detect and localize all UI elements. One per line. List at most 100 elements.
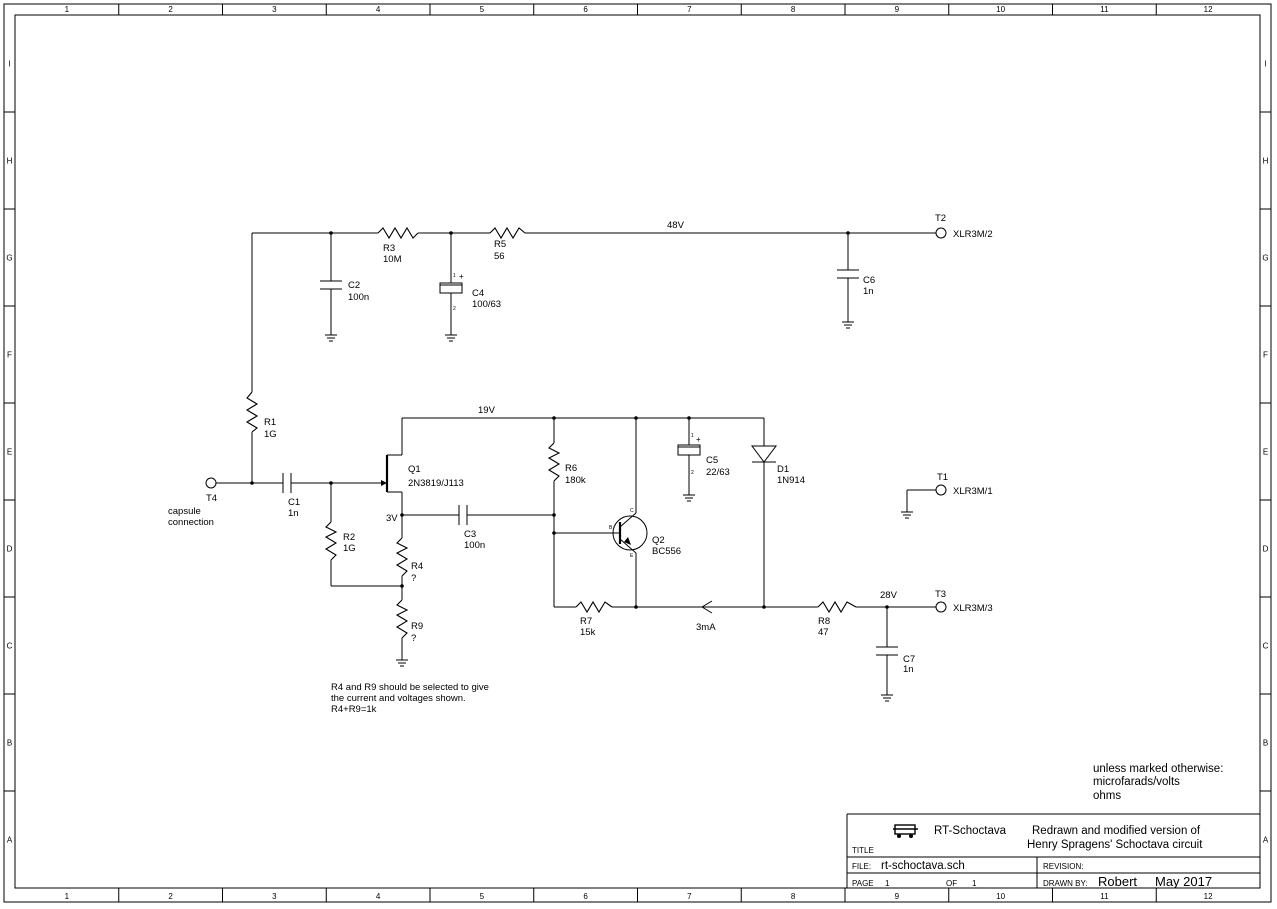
note-line-2: the current and voltages shown. — [331, 693, 466, 704]
row-label: D — [7, 545, 13, 554]
column-label: 12 — [1204, 892, 1213, 901]
resistor-r7 — [575, 600, 613, 614]
title-block: RT-Schoctava Redrawn and modified versio… — [846, 813, 1260, 889]
ground-symbols — [325, 321, 913, 702]
current-arrow-icon — [701, 600, 713, 614]
column-label: 8 — [791, 5, 796, 14]
column-label: 2 — [168, 5, 173, 14]
capacitor-c1 — [282, 473, 292, 493]
row-label: C — [7, 642, 13, 651]
d1-value: 1N914 — [777, 475, 805, 486]
junction-dots — [250, 231, 889, 609]
capacitor-c2 — [320, 280, 342, 290]
units-line-3: ohms — [1093, 790, 1121, 802]
r7-value: 15k — [580, 627, 596, 638]
resistor-selection-note: R4 and R9 should be selected to give the… — [331, 682, 489, 715]
c7-value: 1n — [903, 664, 914, 675]
page-value: 1 — [885, 879, 890, 888]
row-label: I — [8, 60, 10, 69]
units-note: unless marked otherwise: microfarads/vol… — [1093, 763, 1223, 802]
current-3ma: 3mA — [696, 622, 716, 633]
row-label: E — [7, 448, 12, 457]
capsule-label-1: capsule — [168, 506, 201, 517]
r2-value: 1G — [343, 543, 356, 554]
c1-value: 1n — [288, 508, 299, 519]
c4-plus: + — [459, 272, 464, 281]
row-label: I — [1264, 60, 1266, 69]
voltage-19v: 19V — [478, 405, 496, 416]
row-label: A — [7, 836, 13, 845]
c5-pin2: 2 — [691, 470, 694, 476]
column-label: 2 — [168, 892, 173, 901]
r9-ref: R9 — [411, 621, 423, 632]
column-label: 1 — [65, 5, 70, 14]
terminal-t2 — [935, 227, 947, 239]
row-label: F — [1263, 351, 1268, 360]
units-line-1: unless marked otherwise: — [1093, 763, 1223, 775]
column-label: 6 — [583, 5, 588, 14]
capacitor-c5 — [677, 444, 701, 456]
t2-ref: T2 — [935, 213, 946, 224]
column-label: 3 — [272, 5, 277, 14]
c4-ref: C4 — [472, 288, 484, 299]
t1-ref: T1 — [937, 472, 948, 483]
c1-ref: C1 — [288, 497, 300, 508]
r8-ref: R8 — [818, 616, 830, 627]
row-label: H — [1263, 157, 1269, 166]
resistor-r9 — [395, 599, 409, 639]
r2-ref: R2 — [343, 532, 355, 543]
r3-ref: R3 — [383, 243, 395, 254]
t1-value: XLR3M/1 — [953, 486, 993, 497]
r3-value: 10M — [383, 254, 402, 265]
column-label: 11 — [1100, 5, 1109, 14]
c5-pin1: 1 — [691, 433, 694, 439]
column-label: 7 — [687, 5, 692, 14]
resistor-r2 — [324, 521, 338, 561]
capacitor-c7 — [876, 646, 898, 656]
wires — [216, 232, 936, 695]
q2-pin-c: C — [630, 508, 634, 514]
c6-ref: C6 — [863, 275, 875, 286]
page-label: PAGE — [852, 879, 874, 888]
row-label: G — [1262, 254, 1268, 263]
row-label: F — [7, 351, 12, 360]
revision-label: REVISION: — [1043, 862, 1083, 871]
column-label: 9 — [895, 892, 900, 901]
row-label: C — [1263, 642, 1269, 651]
q2-ref: Q2 — [652, 535, 665, 546]
resistor-r8 — [817, 600, 857, 614]
column-label: 1 — [65, 892, 70, 901]
d1-ref: D1 — [777, 464, 789, 475]
resistor-r5 — [489, 226, 526, 240]
c5-plus: + — [696, 435, 701, 444]
r9-value: ? — [411, 633, 416, 644]
logo-icon — [893, 824, 918, 838]
t3-ref: T3 — [935, 589, 946, 600]
r5-value: 56 — [494, 251, 505, 262]
file-value: rt-schoctava.sch — [881, 860, 965, 872]
c3-ref: C3 — [464, 529, 476, 540]
c6-value: 1n — [863, 286, 874, 297]
resistor-r1 — [245, 391, 259, 433]
r5-ref: R5 — [494, 239, 506, 250]
column-ticks — [118, 4, 1157, 902]
r6-ref: R6 — [565, 463, 577, 474]
row-label: B — [1263, 739, 1268, 748]
units-line-2: microfarads/volts — [1093, 776, 1180, 788]
row-label: A — [1263, 836, 1269, 845]
resistor-r6 — [547, 442, 561, 482]
voltage-3v: 3V — [386, 513, 398, 524]
q2-value: BC556 — [652, 546, 681, 557]
description-line-2: Henry Spragens' Schoctava circuit — [1027, 839, 1203, 851]
of-label: OF — [946, 879, 957, 888]
capacitor-c3 — [458, 505, 468, 525]
row-label: E — [1263, 448, 1268, 457]
r8-value: 47 — [818, 627, 829, 638]
c4-pin2: 2 — [453, 306, 456, 312]
column-label: 10 — [996, 5, 1005, 14]
c5-value: 22/63 — [706, 467, 730, 478]
capacitor-c4 — [439, 282, 463, 294]
